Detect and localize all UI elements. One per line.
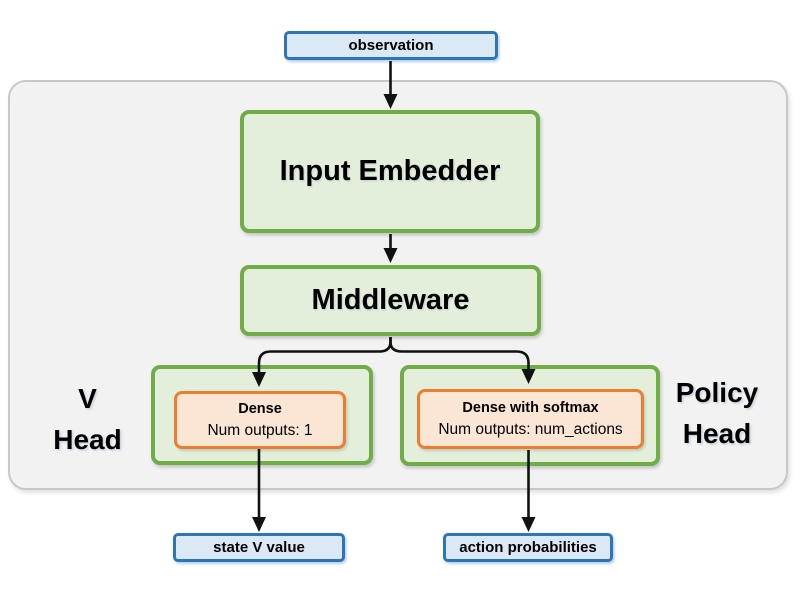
v-head-label-line2: Head <box>53 424 122 455</box>
policy-head-label-line2: Head <box>682 418 752 449</box>
input-embedder-node: Input Embedder <box>240 110 540 233</box>
v-head-dense-subtitle: Num outputs: 1 <box>207 422 313 439</box>
action-probabilities-node: action probabilities <box>443 533 613 562</box>
input-embedder-label: Input Embedder <box>279 155 501 187</box>
policy-head-box: Dense with softmax Num outputs: num_acti… <box>400 365 660 466</box>
policy-head-dense-node: Dense with softmax Num outputs: num_acti… <box>417 389 644 449</box>
v-head-label-line1: V <box>78 383 97 414</box>
policy-head-label-line1: Policy <box>675 377 759 408</box>
v-head-box: Dense Num outputs: 1 <box>151 365 373 465</box>
policy-head-dense-title: Dense with softmax <box>462 400 599 416</box>
state-v-value-label: state V value <box>213 539 305 556</box>
state-v-value-node: state V value <box>173 533 345 562</box>
v-head-dense-node: Dense Num outputs: 1 <box>174 391 346 449</box>
observation-label: observation <box>348 37 434 54</box>
observation-node: observation <box>284 31 498 60</box>
policy-head-label: Policy Head <box>650 372 784 454</box>
middleware-node: Middleware <box>240 265 541 336</box>
policy-head-dense-subtitle: Num outputs: num_actions <box>438 421 623 438</box>
v-head-label: V Head <box>20 378 155 460</box>
v-head-dense-title: Dense <box>238 401 282 417</box>
action-probabilities-label: action probabilities <box>459 539 597 556</box>
middleware-label: Middleware <box>311 284 470 316</box>
